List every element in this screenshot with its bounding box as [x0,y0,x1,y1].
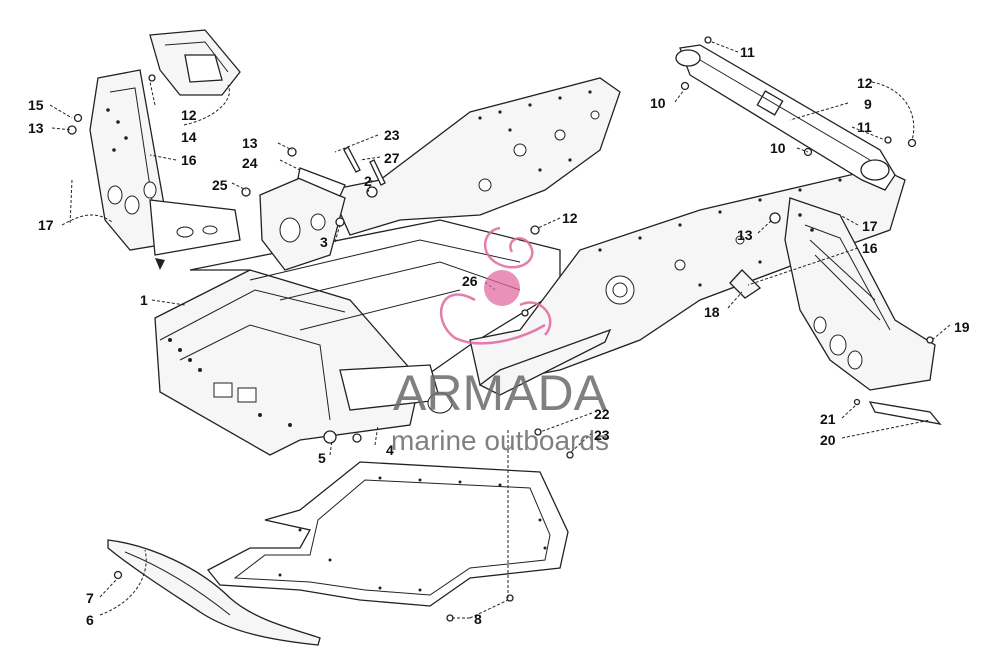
steering-post [675,44,896,191]
watermark-brand: ARMADA [393,365,608,421]
callout-13-left: 13 [28,120,44,136]
watermark-logo: ARMADA marine outboards [391,226,609,456]
belly-pan [206,461,569,607]
right-hoop [784,197,936,391]
callout-10-left: 10 [650,95,666,111]
bracket-18 [729,269,762,299]
callout-24: 24 [242,155,258,171]
callout-21: 21 [820,411,836,427]
callout-12-steering: 12 [857,75,873,91]
center-bracket [259,167,346,271]
callout-6: 6 [86,612,94,628]
callout-11-right: 11 [857,119,872,135]
callout-22: 22 [594,406,610,422]
callout-27: 27 [384,150,400,166]
logo-center-dot [484,270,520,306]
callout-3: 3 [320,234,328,250]
shock-mount [149,29,241,96]
callout-14: 14 [181,129,197,145]
callout-2: 2 [364,173,372,189]
callout-23-upper: 23 [384,127,400,143]
callout-26: 26 [462,273,478,289]
fasteners [67,36,934,622]
callout-23-lower: 23 [594,427,610,443]
callout-12-center: 12 [562,210,578,226]
callout-9: 9 [864,96,872,112]
callout-20: 20 [820,432,836,448]
left-hoop [89,69,241,270]
callout-16-right: 16 [862,240,878,256]
callout-18: 18 [704,304,720,320]
callout-1: 1 [140,292,148,308]
front-skid [107,539,321,646]
logo-swirl [439,226,552,345]
callout-10-right: 10 [770,140,786,156]
callout-4: 4 [386,442,394,458]
plate-20 [868,401,942,425]
callout-12-left: 12 [181,107,197,123]
callout-17-left: 17 [38,217,54,233]
callout-13-center: 13 [242,135,258,151]
callout-25: 25 [212,177,228,193]
callout-5: 5 [318,450,326,466]
callout-11-top: 11 [740,44,755,60]
callout-labels: 1 2 3 4 5 6 7 8 9 10 10 11 11 12 12 12 1… [28,44,970,628]
callout-13-right: 13 [737,227,753,243]
callout-15: 15 [28,97,44,113]
callout-19: 19 [954,319,970,335]
callout-16-left: 16 [181,152,197,168]
callout-7: 7 [86,590,94,606]
callout-17-right: 17 [862,218,878,234]
callout-8: 8 [474,611,482,627]
watermark-tagline: marine outboards [391,425,609,456]
